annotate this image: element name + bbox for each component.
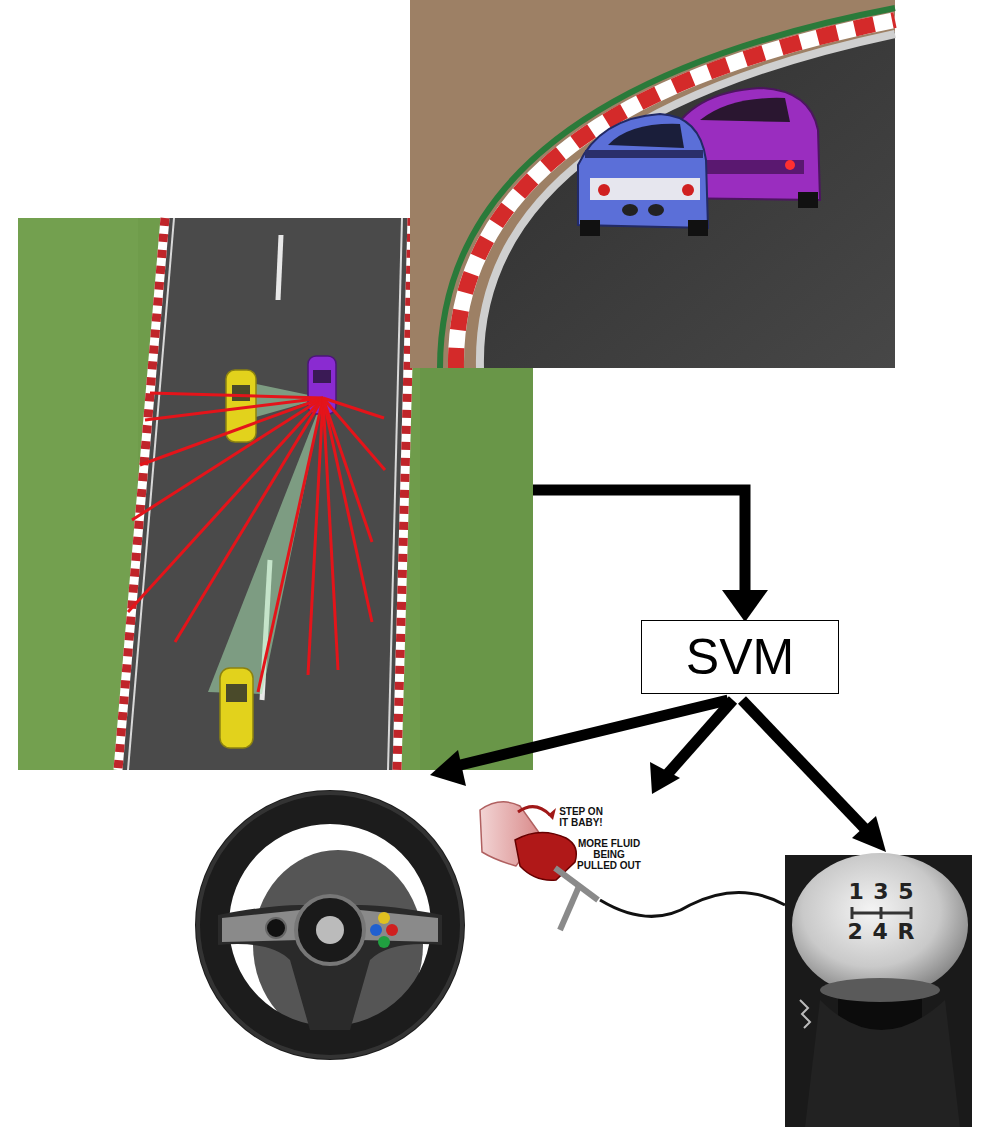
race-screenshot: [410, 0, 895, 368]
gear-pattern: 1 3 5: [846, 880, 916, 904]
flow-arrows: [448, 490, 868, 832]
gear-shifter: [785, 853, 972, 1127]
model-box: SVM: [641, 620, 839, 694]
pedal-caption: MORE FLUID BEING PULLED OUT: [574, 838, 644, 871]
steering-wheel: [198, 793, 462, 1057]
pedal-caption: STEP ON IT BABY!: [558, 806, 604, 828]
pedal-drawing: [480, 802, 785, 930]
gear-pattern: 2 4 R: [846, 920, 916, 944]
node-label: SVM: [686, 628, 794, 686]
